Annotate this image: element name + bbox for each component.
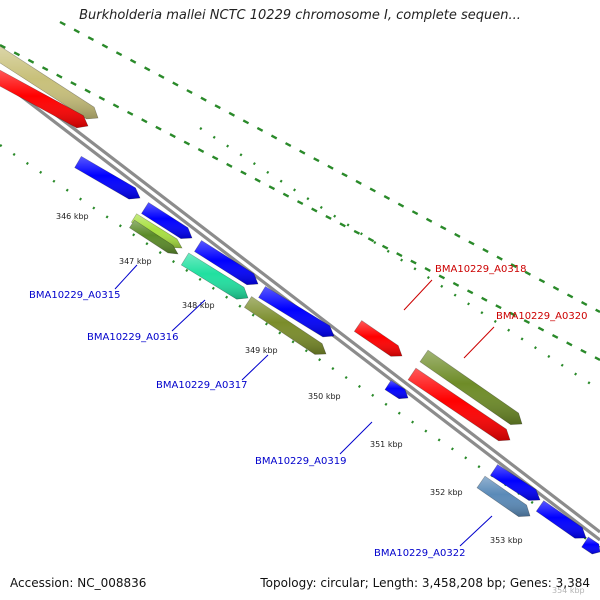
label-leader-line: [403, 279, 433, 311]
gene-feature-shading: [244, 296, 326, 355]
kbp-tick-label: 354 kbp: [552, 586, 585, 595]
gene-label[interactable]: BMA10229_A0320: [496, 311, 587, 322]
gene-feature-arrow[interactable]: [353, 320, 403, 357]
kbp-tick-label: 348 kbp: [182, 301, 215, 310]
gene-feature-arrow[interactable]: [129, 219, 179, 255]
gene-feature-shading: [477, 476, 530, 517]
kbp-tick-label: 353 kbp: [490, 536, 523, 545]
kbp-tick-label: 347 kbp: [119, 257, 152, 266]
gene-feature-arrow[interactable]: [0, 69, 89, 129]
gene-feature-arrow[interactable]: [141, 202, 193, 239]
gene-feature-shading: [536, 500, 586, 539]
gene-feature-shading: [258, 286, 334, 337]
gene-label[interactable]: BMA10229_A0316: [87, 332, 178, 343]
gene-feature-shading: [420, 350, 522, 425]
gene-feature-arrow[interactable]: [258, 286, 335, 338]
label-leader-line: [114, 264, 138, 290]
label-leaders: [114, 264, 495, 547]
kbp-tick-label: 346 kbp: [56, 212, 89, 221]
label-leader-line: [241, 354, 269, 381]
gene-feature-shading: [490, 464, 540, 501]
gene-feature-shading: [0, 70, 88, 128]
gene-feature-shading: [385, 380, 408, 399]
gene-labels: BMA10229_A0315BMA10229_A0316BMA10229_A03…: [29, 264, 587, 559]
gene-feature-shading: [408, 368, 510, 441]
gene-feature-shading: [141, 202, 192, 239]
gene-feature-arrow[interactable]: [180, 252, 249, 300]
backbone-line: [0, 70, 600, 534]
kbp-tick-label: 351 kbp: [370, 440, 403, 449]
gene-feature-arrow[interactable]: [407, 367, 511, 442]
tick-tracks: [0, 20, 600, 549]
gene-feature-arrow[interactable]: [581, 536, 600, 555]
kbp-scale: 346 kbp 347 kbp 348 kbp 349 kbp 350 kbp 351 k…: [56, 212, 585, 595]
gene-feature-shading: [129, 220, 178, 254]
gene-feature-shading: [581, 537, 600, 554]
kbp-tick-label: 352 kbp: [430, 488, 463, 497]
gene-feature-shading: [181, 253, 248, 300]
feature-track: [0, 45, 600, 555]
chromosome-backbone: [0, 70, 600, 542]
accession-label: Accession: NC_008836: [10, 576, 147, 590]
gene-feature-arrow[interactable]: [74, 155, 141, 200]
gene-feature-arrow[interactable]: [489, 464, 541, 501]
gene-feature-shading: [74, 156, 140, 200]
gene-feature-arrow[interactable]: [384, 379, 409, 400]
kbp-tick-label: 349 kbp: [245, 346, 278, 355]
tick-track: [0, 43, 600, 362]
map-title: Burkholderia mallei NCTC 10229 chromosom…: [79, 8, 521, 23]
gene-feature-shading: [0, 46, 98, 119]
gene-feature-arrow[interactable]: [194, 240, 259, 286]
tick-track: [59, 20, 600, 314]
label-leader-line: [463, 326, 495, 359]
gene-label[interactable]: BMA10229_A0317: [156, 380, 247, 391]
gene-feature-arrow[interactable]: [243, 296, 327, 355]
gene-label[interactable]: BMA10229_A0315: [29, 290, 120, 301]
label-leader-line: [339, 421, 373, 455]
gene-feature-shading: [194, 240, 258, 285]
kbp-tick-label: 350 kbp: [308, 392, 341, 401]
gene-feature-shading: [131, 213, 182, 248]
gene-feature-arrow[interactable]: [535, 500, 587, 539]
gene-feature-arrow[interactable]: [476, 475, 531, 517]
topology-summary: Topology: circular; Length: 3,458,208 bp…: [260, 576, 590, 590]
gene-label[interactable]: BMA10229_A0318: [435, 264, 526, 275]
gene-feature-arrow[interactable]: [419, 349, 523, 425]
gene-label[interactable]: BMA10229_A0322: [374, 548, 465, 559]
label-leader-line: [171, 299, 206, 332]
gene-feature-shading: [354, 320, 402, 357]
label-leader-line: [459, 515, 493, 547]
gene-label[interactable]: BMA10229_A0319: [255, 456, 346, 467]
